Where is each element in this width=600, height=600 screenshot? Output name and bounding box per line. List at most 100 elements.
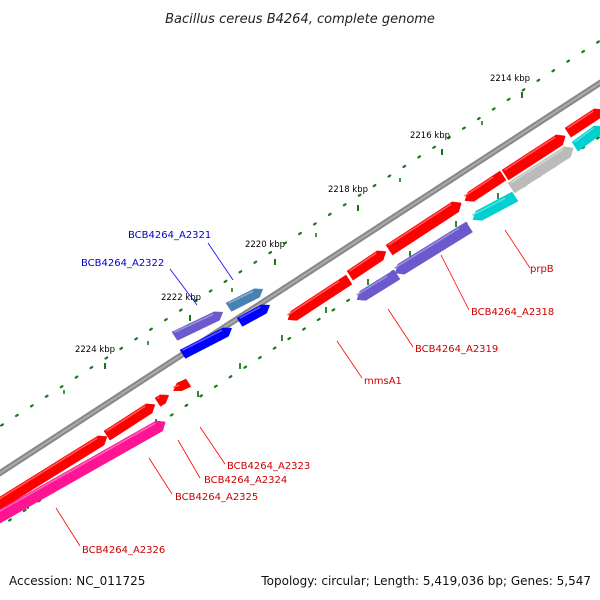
callout-line (504, 229, 531, 269)
ring-dot (199, 394, 204, 398)
ring-dot (596, 136, 600, 140)
tick-label: 2222 kbp (161, 293, 201, 303)
gene-highlight (173, 384, 180, 388)
gene-highlight (239, 306, 261, 319)
ring-dot (223, 279, 228, 284)
gene-highlight (228, 290, 254, 304)
gene-highlight (174, 313, 214, 333)
tick-label: 2218 kbp (328, 185, 368, 195)
gene-highlight (388, 203, 452, 246)
gene-body (501, 134, 566, 181)
gene-arrow (103, 403, 156, 441)
gene-arrow (154, 394, 170, 407)
gene-arrow (571, 125, 600, 152)
gene-arrow (179, 327, 233, 359)
gene-arrow (394, 221, 473, 275)
gene-body (171, 311, 224, 341)
ring-dot (387, 174, 392, 178)
tick-label: 2224 kbp (75, 345, 115, 355)
gene-arrow (173, 378, 192, 392)
ring-dot (193, 298, 198, 303)
gene-arrow (171, 311, 224, 341)
ring-dot (89, 365, 94, 370)
callout-line (440, 254, 470, 311)
gene-highlight (567, 110, 594, 129)
ring-dot (119, 346, 124, 351)
gene-arrow (385, 201, 462, 256)
ring-dot (228, 375, 233, 379)
ring-dot (74, 375, 79, 379)
ring-dot (213, 384, 218, 388)
ring-dot (402, 164, 407, 169)
ring-dot (163, 318, 168, 322)
tick-label: 2214 kbp (490, 74, 530, 84)
gene-body (464, 170, 507, 202)
gene-arrow (464, 170, 507, 202)
tick-label: 2216 kbp (410, 131, 450, 141)
gene-label: BCB4264_A2324 (204, 475, 287, 486)
scale-ticks: 2214 kbp 2216 kbp 2218 kbp 2220 kbp 2222 kbp… (27, 74, 541, 509)
gene-body (472, 191, 519, 221)
gene-body (0, 435, 108, 511)
gene-label: BCB4264_A2319 (415, 344, 498, 355)
gene-label: prpB (530, 264, 554, 275)
ring-dot (243, 365, 248, 369)
gene-label: BCB4264_A2318 (471, 307, 554, 318)
gene-features (0, 108, 600, 524)
callout-line (148, 457, 173, 495)
gene-arrow (356, 269, 401, 301)
ring-dot (8, 518, 12, 522)
gene-body (225, 288, 264, 312)
ring-dot (149, 327, 153, 331)
gene-body (507, 146, 574, 194)
ring-dot (346, 298, 351, 302)
ring-dot (596, 40, 600, 44)
ring-dot (491, 107, 496, 111)
gene-body (173, 378, 192, 392)
gene-body (236, 304, 271, 327)
gene-arrow (507, 146, 574, 194)
ring-dot (357, 193, 362, 197)
callout-line (199, 426, 226, 465)
gene-body (179, 327, 233, 359)
ring-dot (283, 241, 288, 245)
ring-dot (178, 308, 183, 312)
gene-label: mmsA1 (364, 376, 402, 387)
gene-body (154, 394, 170, 407)
gene-body (0, 420, 166, 524)
ring-dot (476, 116, 481, 121)
gene-highlight (510, 148, 564, 184)
gene-body (571, 125, 600, 152)
callout-line (55, 507, 81, 547)
genome-summary-text: Topology: circular; Length: 5,419,036 bp… (261, 574, 591, 588)
ring-dot (536, 78, 541, 82)
gene-arrow (346, 250, 387, 281)
ring-dot (184, 403, 189, 408)
gene-highlight (157, 396, 160, 399)
tick-label: 2220 kbp (245, 240, 285, 250)
ring-dot (14, 413, 19, 418)
map-title: Bacillus cereus B4264, complete genome (165, 12, 435, 27)
ring-dot (104, 356, 109, 360)
gene-highlight (574, 127, 594, 143)
gene-highlight (464, 176, 494, 197)
ring-dot (287, 336, 292, 341)
ring-dot (302, 327, 306, 331)
ring-dot (22, 508, 27, 513)
gene-arrow (0, 420, 166, 524)
ring-dot (342, 203, 347, 207)
gene-highlight (0, 437, 98, 500)
genome-backbone (0, 79, 600, 477)
callout-line (336, 340, 363, 379)
callout-line (177, 439, 201, 479)
gene-highlight (349, 252, 377, 272)
gene-highlight (394, 227, 460, 269)
ring-dot (312, 222, 317, 226)
ring-dot (268, 251, 273, 255)
gene-body (103, 403, 156, 441)
ring-dot (29, 404, 34, 408)
gene-body (356, 269, 401, 301)
gene-arrow (0, 435, 108, 511)
gene-label: BCB4264_A2325 (175, 492, 258, 503)
